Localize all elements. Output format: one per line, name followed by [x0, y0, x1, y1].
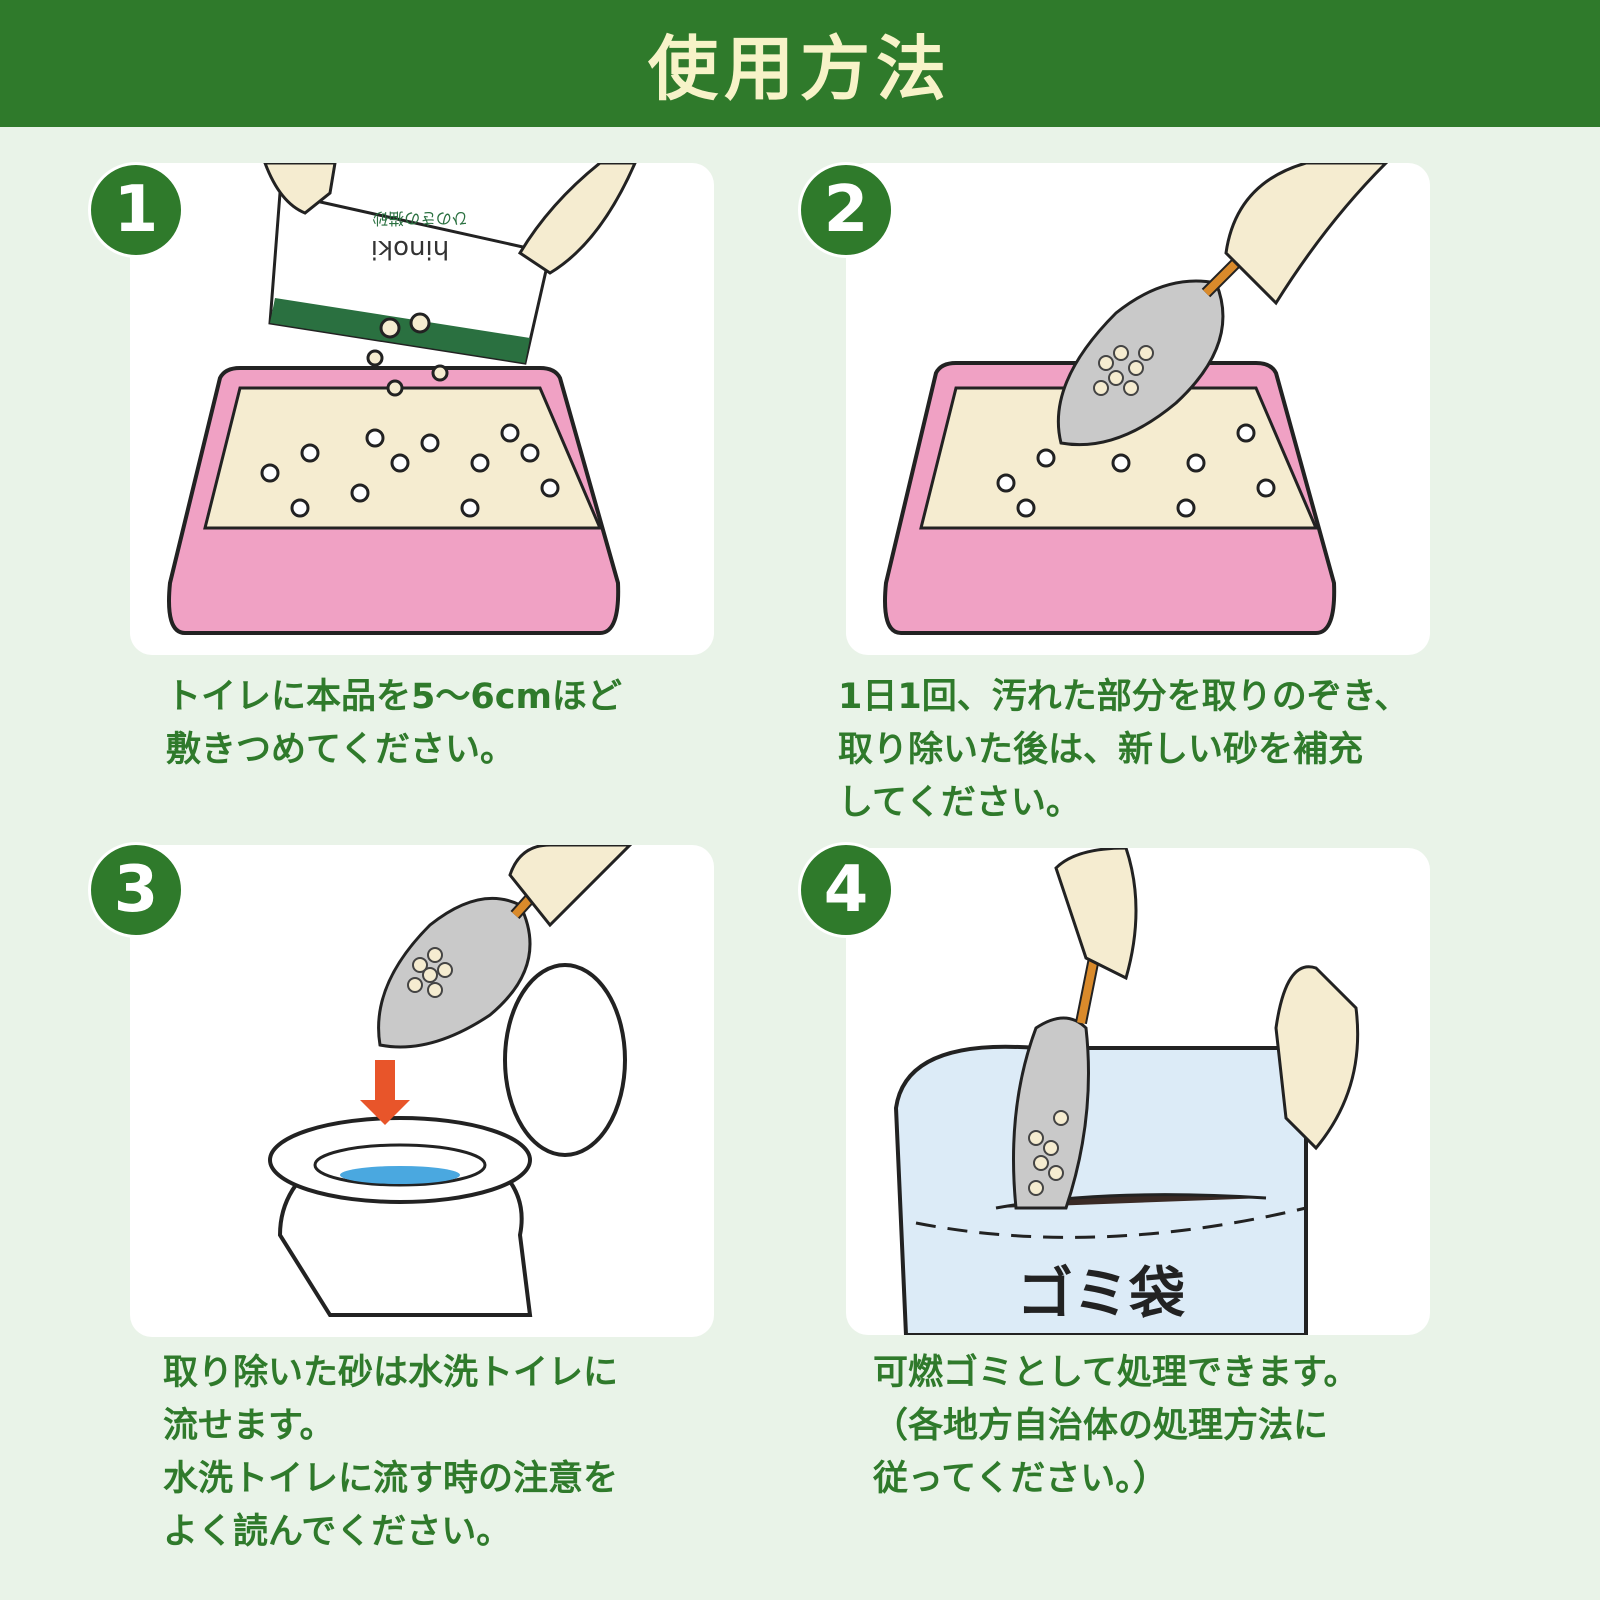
- step-number-2: 2: [798, 162, 894, 258]
- toilet-flush-illustration: [268, 845, 633, 1317]
- step-3-illustration: [130, 845, 714, 1337]
- caption-line: 取り除いた後は、新しい砂を補充: [838, 730, 1364, 770]
- caption-line: 1日1回、汚れた部分を取りのぞき、: [838, 677, 1410, 717]
- page-title: 使用方法: [648, 28, 952, 110]
- caption-line: してください。: [838, 783, 1081, 823]
- caption-line: 従ってください。）: [873, 1459, 1168, 1499]
- bag-text: ゴミ袋: [1017, 1262, 1185, 1327]
- step-4-caption: 可燃ゴミとして処理できます。 （各地方自治体の処理方法に 従ってください。）: [873, 1347, 1358, 1506]
- caption-line: 敷きつめてください。: [166, 730, 515, 770]
- step-number-3: 3: [88, 842, 184, 938]
- step-3-caption: 取り除いた砂は水洗トイレに 流せます。 水洗トイレに流す時の注意を よく読んでく…: [163, 1347, 618, 1559]
- step-1-caption: トイレに本品を5〜6cmほど 敷きつめてください。: [166, 671, 622, 777]
- caption-line: トイレに本品を5〜6cmほど: [166, 677, 622, 717]
- caption-line: 水洗トイレに流す時の注意を: [163, 1459, 619, 1499]
- caption-line: 取り除いた砂は水洗トイレに: [163, 1353, 619, 1393]
- caption-line: よく読んでください。: [163, 1512, 512, 1552]
- step-1-illustration: hinoki ひのきの猫砂: [130, 163, 714, 655]
- garbage-bag-illustration: ゴミ袋: [893, 848, 1360, 1335]
- step-4-illustration: ゴミ袋: [846, 848, 1430, 1335]
- header-banner: 使用方法: [0, 0, 1600, 127]
- step-number-4: 4: [798, 842, 894, 938]
- step-2-caption: 1日1回、汚れた部分を取りのぞき、 取り除いた後は、新しい砂を補充 してください…: [838, 671, 1409, 830]
- litter-pour-illustration: hinoki ひのきの猫砂: [167, 163, 637, 635]
- caption-line: （各地方自治体の処理方法に: [873, 1406, 1329, 1446]
- caption-line: 流せます。: [163, 1406, 335, 1446]
- step-2-illustration: [846, 163, 1430, 655]
- caption-line: 可燃ゴミとして処理できます。: [873, 1353, 1359, 1393]
- step-number-1: 1: [88, 162, 184, 258]
- bag-brand: hinoki: [371, 234, 449, 264]
- bag-label: ひのきの猫砂: [372, 209, 468, 228]
- scoop-litter-illustration: [883, 163, 1389, 635]
